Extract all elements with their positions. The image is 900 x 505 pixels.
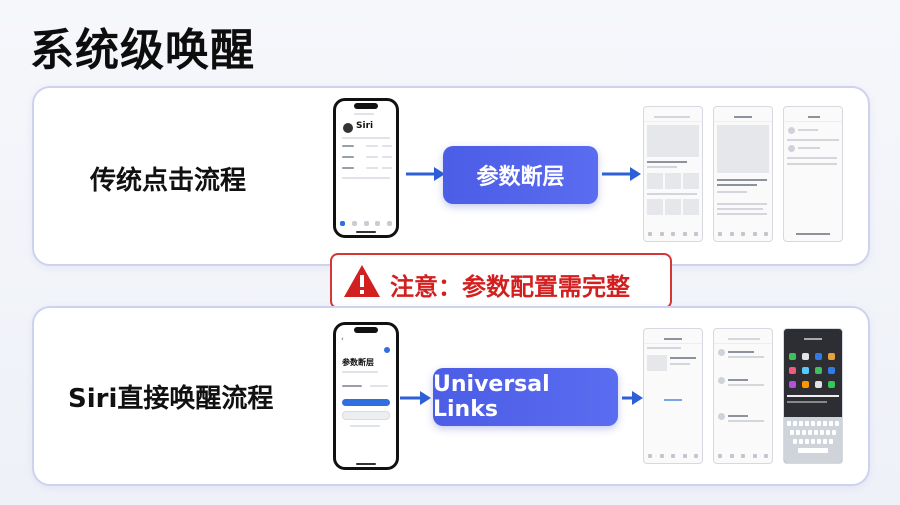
params-gap-box: 参数断层 — [443, 146, 598, 204]
arrow-to-target-screens — [622, 391, 643, 405]
phone-tabbar — [340, 221, 392, 229]
warning-banner: 注意：参数配置需完整 — [330, 253, 672, 309]
blue-dot-icon — [384, 347, 390, 353]
app-screen-detail — [713, 106, 773, 242]
siri-avatar — [343, 123, 353, 133]
target-screen-messages — [713, 328, 773, 464]
traditional-phone-mockup: Siri — [333, 98, 399, 238]
siri-phone-mockup: ‹ 参数断层 — [333, 322, 399, 470]
arrow-to-universal-links — [400, 391, 431, 405]
phone-secondary-button — [342, 411, 390, 420]
siri-name: Siri — [356, 121, 374, 131]
keyboard — [784, 417, 842, 463]
phone-notch — [354, 103, 378, 109]
target-screen-list — [643, 328, 703, 464]
siri-flow-label: Siri直接唤醒流程 — [68, 384, 274, 414]
app-screen-feed — [643, 106, 703, 242]
warning-text: 注意：参数配置需完整 — [390, 273, 630, 301]
universal-links-box: Universal Links — [433, 368, 618, 426]
arrow-to-app-screens — [602, 167, 641, 181]
app-screen-settings — [783, 106, 843, 242]
back-chevron-icon: ‹ — [341, 335, 344, 343]
phone-primary-button — [342, 399, 390, 406]
warning-triangle-icon — [344, 265, 380, 297]
target-screen-home-keyboard — [783, 328, 843, 464]
page-title: 系统级唤醒 — [30, 25, 255, 76]
phone-screen-title: 参数断层 — [342, 358, 374, 367]
traditional-flow-label: 传统点击流程 — [90, 166, 247, 196]
arrow-to-params-box — [406, 167, 445, 181]
